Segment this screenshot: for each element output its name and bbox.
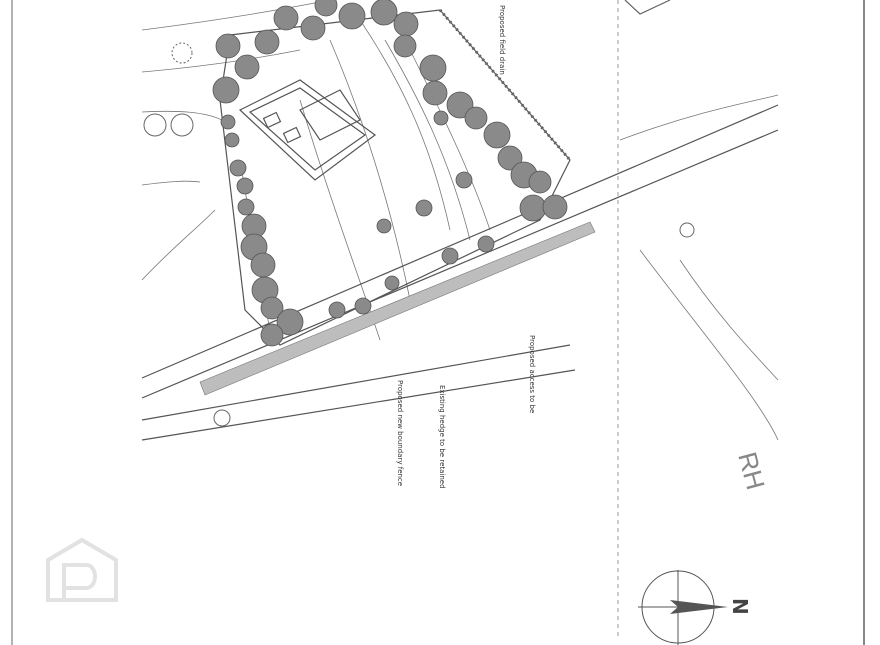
house-footprint	[238, 79, 377, 181]
tree-symbol	[229, 159, 247, 177]
site-boundary	[219, 9, 571, 346]
tree-symbol	[433, 110, 449, 126]
tree-symbol	[273, 5, 299, 31]
tree-symbol	[250, 252, 276, 278]
tree-symbol	[254, 29, 280, 55]
tree-symbol	[212, 76, 240, 104]
annotation-bottom-3: Existing hedge to be retained	[438, 385, 446, 489]
tree-symbol	[224, 132, 240, 148]
tree-symbol	[384, 275, 400, 291]
property-pal-logo	[46, 537, 118, 602]
tree-symbol	[376, 218, 392, 234]
annotations: Proposed field drain Proposed access to …	[396, 5, 536, 489]
tree-symbol	[497, 145, 523, 171]
tree-symbol	[393, 34, 417, 58]
road	[141, 104, 779, 441]
tree-symbol	[260, 296, 284, 320]
tree-symbol	[542, 194, 568, 220]
tree-symbol	[338, 2, 366, 30]
shrub-symbols	[143, 42, 695, 427]
tree-symbol	[354, 297, 372, 315]
tree-symbol	[483, 121, 511, 149]
tree-symbol	[464, 106, 488, 130]
hatched-verge	[199, 221, 596, 396]
tree-symbol	[519, 194, 547, 222]
annotation-bottom-1: Proposed access to be	[528, 335, 536, 413]
building-outline-topright	[624, 0, 671, 15]
north-label: N	[728, 598, 752, 615]
boundary-hedge	[438, 9, 572, 161]
tree-symbols	[212, 0, 568, 347]
tree-symbol	[419, 54, 447, 82]
tree-symbol	[393, 11, 419, 37]
road-name-label: RH	[732, 449, 771, 493]
tree-symbol	[300, 15, 326, 41]
tree-symbol	[441, 247, 459, 265]
tree-symbol	[328, 301, 346, 319]
north-arrow: N	[638, 570, 752, 645]
tree-symbol	[415, 199, 433, 217]
tree-symbol	[446, 91, 474, 119]
tree-symbol	[370, 0, 398, 26]
tree-symbol	[455, 171, 473, 189]
tree-symbol	[236, 177, 254, 195]
annotation-bottom-2: Proposed new boundary fence	[396, 380, 404, 486]
annotation-top: Proposed field drain	[498, 5, 506, 75]
tree-symbol	[260, 323, 284, 347]
tree-symbol	[215, 33, 241, 59]
tree-symbol	[422, 80, 448, 106]
tree-symbol	[314, 0, 338, 17]
tree-symbol	[276, 308, 304, 336]
tree-symbol	[220, 114, 236, 130]
tree-symbol	[528, 170, 552, 194]
tree-symbol	[477, 235, 495, 253]
tree-symbol	[237, 198, 255, 216]
tree-symbol	[234, 54, 260, 80]
